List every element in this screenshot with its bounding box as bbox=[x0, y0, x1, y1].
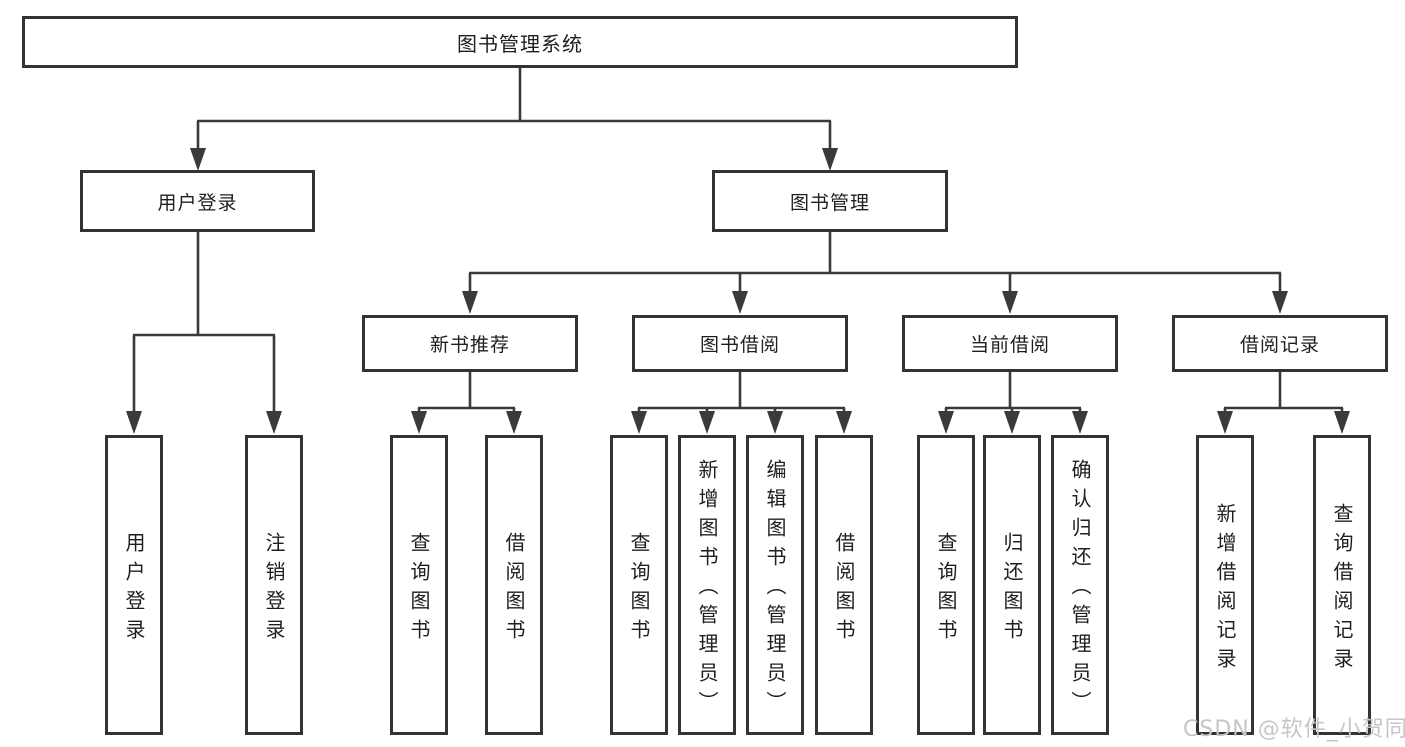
node-label: 当前借阅 bbox=[969, 334, 1050, 356]
node-book-management: 图书管理 bbox=[712, 170, 948, 232]
arrowhead-icon bbox=[506, 411, 522, 434]
leaf-borrow-books: 借阅图书 bbox=[815, 435, 873, 735]
node-new-book-recommend: 新书推荐 bbox=[362, 315, 578, 372]
leaf-label: 注销登录 bbox=[262, 531, 286, 648]
leaf-label: 确认归还（管理员） bbox=[1068, 459, 1092, 720]
node-root-label: 图书管理系统 bbox=[457, 31, 583, 56]
node-borrow-records: 借阅记录 bbox=[1172, 315, 1388, 372]
watermark-text: CSDN @软件_小贺同学 bbox=[1183, 717, 1405, 742]
arrowhead-icon bbox=[938, 411, 954, 434]
leaf-label: 查询图书 bbox=[934, 531, 958, 648]
node-book-borrow: 图书借阅 bbox=[632, 315, 848, 372]
arrowhead-icon bbox=[1004, 411, 1020, 434]
node-user-login: 用户登录 bbox=[80, 170, 315, 232]
arrowhead-icon bbox=[1272, 291, 1288, 314]
leaf-confirm-return-admin: 确认归还（管理员） bbox=[1051, 435, 1109, 735]
node-root: 图书管理系统 bbox=[22, 16, 1018, 68]
leaf-query-books: 查询图书 bbox=[390, 435, 448, 735]
arrowhead-icon bbox=[266, 411, 282, 434]
leaf-add-books-admin: 新增图书（管理员） bbox=[678, 435, 736, 735]
leaf-label: 归还图书 bbox=[1000, 531, 1024, 648]
arrowhead-icon bbox=[411, 411, 427, 434]
arrowhead-icon bbox=[699, 411, 715, 434]
leaf-label: 查询图书 bbox=[627, 531, 651, 648]
leaf-label: 新增借阅记录 bbox=[1213, 502, 1237, 677]
leaf-label: 编辑图书（管理员） bbox=[763, 459, 787, 720]
leaf-query-books: 查询图书 bbox=[917, 435, 975, 735]
node-label: 用户登录 bbox=[157, 191, 238, 214]
arrowhead-icon bbox=[1002, 291, 1018, 314]
leaf-borrow-books: 借阅图书 bbox=[485, 435, 543, 735]
leaf-label: 新增图书（管理员） bbox=[695, 459, 719, 720]
arrowhead-icon bbox=[767, 411, 783, 434]
leaf-query-books: 查询图书 bbox=[610, 435, 668, 735]
arrowhead-icon bbox=[1217, 411, 1233, 434]
node-label: 图书借阅 bbox=[699, 334, 780, 356]
leaf-add-borrow-record: 新增借阅记录 bbox=[1196, 435, 1254, 735]
node-current-borrow: 当前借阅 bbox=[902, 315, 1118, 372]
leaf-label: 查询图书 bbox=[407, 531, 431, 648]
arrowhead-icon bbox=[822, 148, 838, 171]
arrowhead-icon bbox=[631, 411, 647, 434]
arrowhead-icon bbox=[732, 291, 748, 314]
leaf-label: 查询借阅记录 bbox=[1330, 502, 1354, 677]
leaf-logout: 注销登录 bbox=[245, 435, 303, 735]
arrowhead-icon bbox=[1072, 411, 1088, 434]
leaf-label: 借阅图书 bbox=[832, 531, 856, 648]
arrowhead-icon bbox=[190, 148, 206, 171]
arrowhead-icon bbox=[1334, 411, 1350, 434]
leaf-user-login: 用户登录 bbox=[105, 435, 163, 735]
arrowhead-icon bbox=[126, 411, 142, 434]
leaf-return-books: 归还图书 bbox=[983, 435, 1041, 735]
leaf-label: 用户登录 bbox=[122, 531, 146, 648]
arrowhead-icon bbox=[462, 291, 478, 314]
leaf-label: 借阅图书 bbox=[502, 531, 526, 648]
leaf-edit-books-admin: 编辑图书（管理员） bbox=[746, 435, 804, 735]
node-label: 借阅记录 bbox=[1239, 334, 1320, 356]
arrowhead-icon bbox=[836, 411, 852, 434]
node-label: 新书推荐 bbox=[429, 334, 510, 356]
node-label: 图书管理 bbox=[789, 191, 870, 214]
leaf-query-borrow-record: 查询借阅记录 bbox=[1313, 435, 1371, 735]
